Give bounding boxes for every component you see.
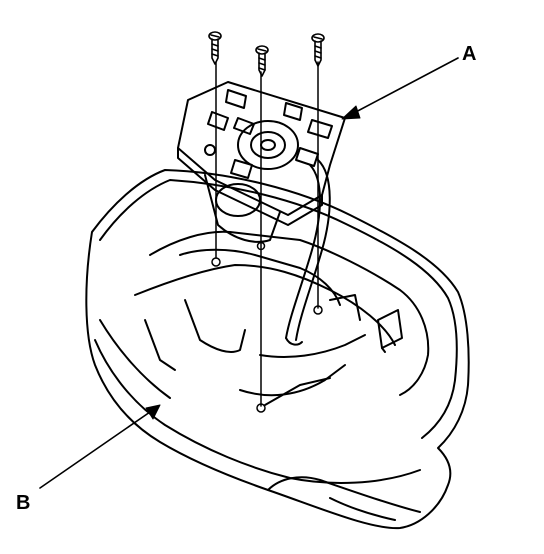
screw-icon [311,33,325,67]
screw-icon [208,31,222,65]
console-housing [85,169,470,530]
leader-arrow-b [145,404,161,420]
fastener-axis-lines [215,61,319,407]
screw-icon [255,45,269,77]
callout-label-b: B [16,492,31,514]
mounting-holes [211,241,323,413]
mounting-bracket [177,81,346,346]
callout-label-a: A [462,43,477,65]
leader-line-a [351,57,459,115]
leader-arrow-a [341,105,361,120]
leader-line-b [39,411,151,489]
